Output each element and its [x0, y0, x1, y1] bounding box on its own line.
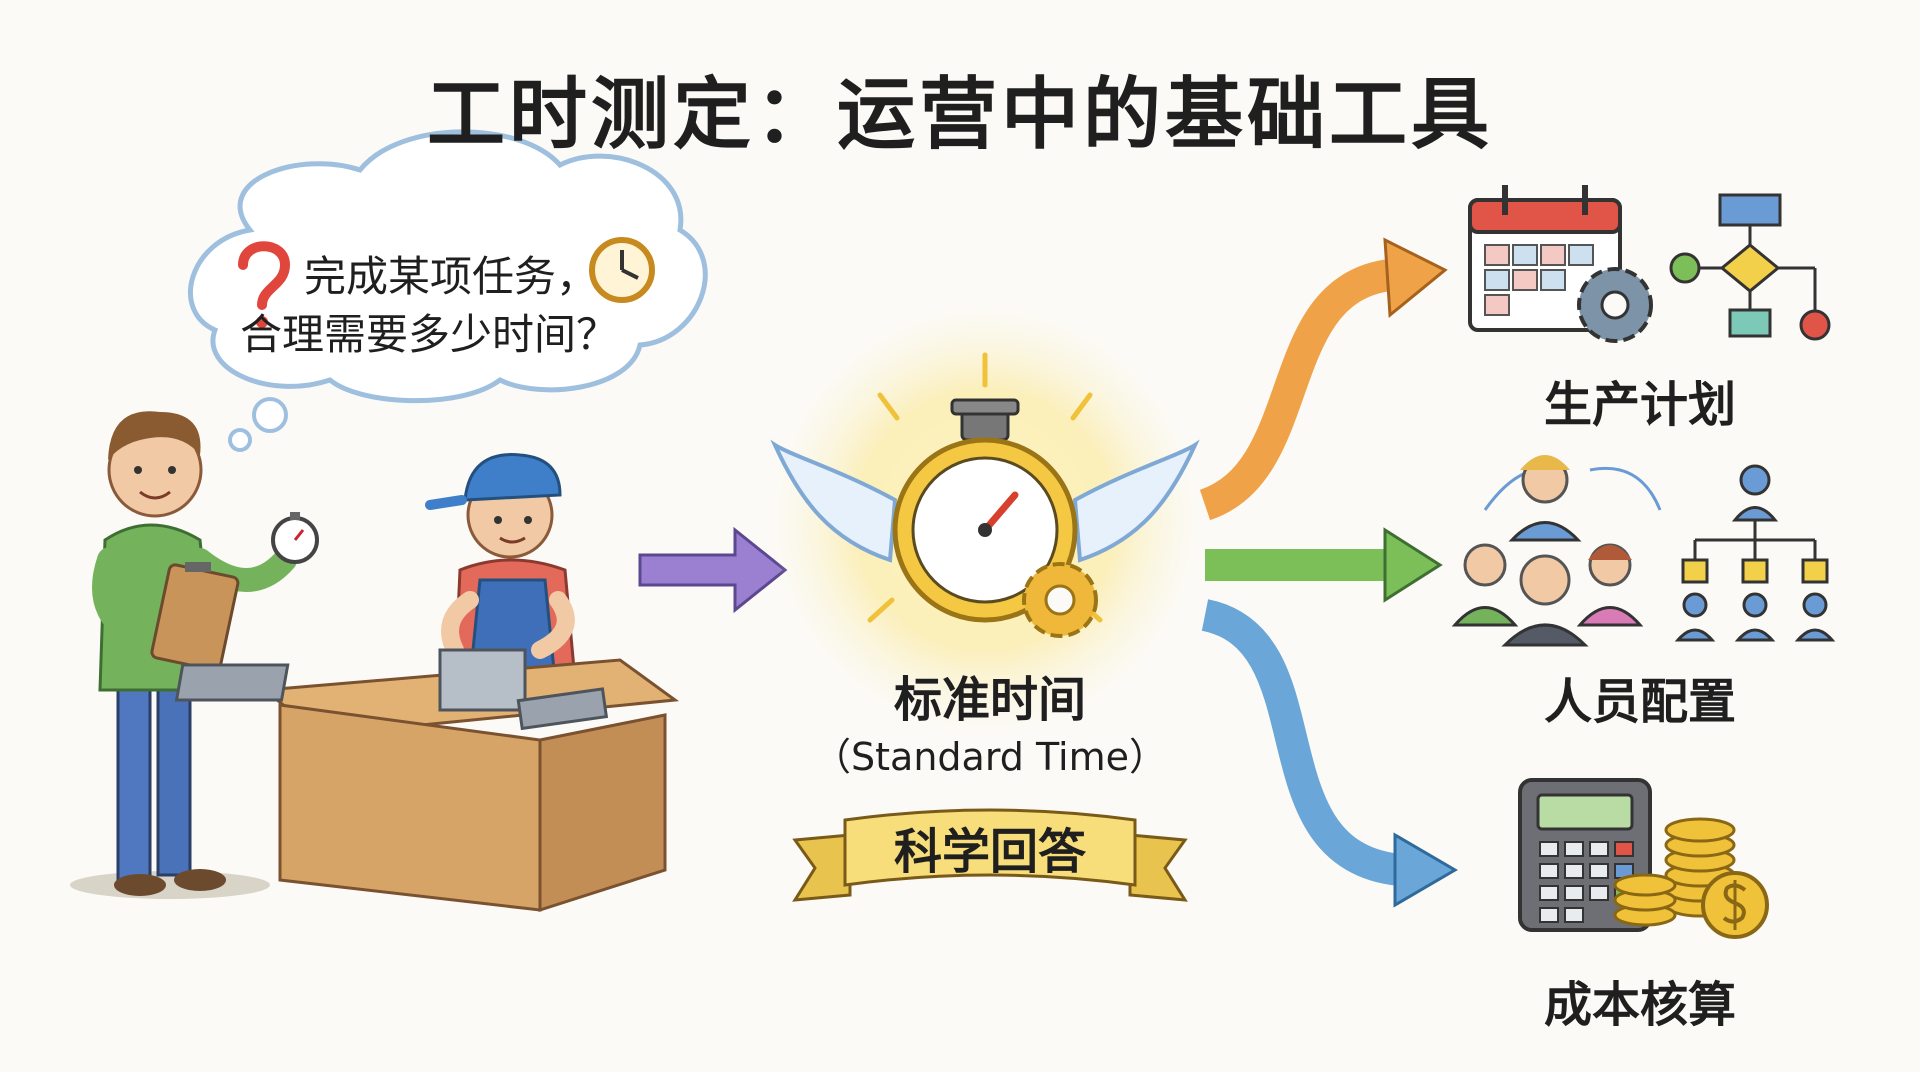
stopwatch-wings-icon	[770, 305, 1200, 735]
worker-figure	[425, 453, 577, 682]
input-arrow	[638, 526, 788, 614]
standard-time-sublabel: （Standard Time）	[813, 735, 1167, 779]
workbench	[174, 648, 680, 913]
gear-icon	[1022, 562, 1098, 638]
standard-time-label: 标准时间	[893, 672, 1086, 728]
arrow-head-bottom	[1393, 832, 1458, 908]
question-mark-icon	[238, 241, 291, 328]
calendar-icon	[1468, 185, 1653, 343]
arrow-head-mid	[1383, 527, 1443, 603]
page-title: 工时测定：运营中的基础工具	[426, 70, 1493, 160]
production-planning-label: 生产计划	[1543, 377, 1736, 433]
org-chart-icon	[1674, 464, 1836, 642]
people-icon	[1451, 455, 1662, 647]
staffing-label: 人员配置	[1543, 674, 1736, 730]
thought-line-2: 合理需要多少时间？	[240, 310, 619, 359]
arrow-to-production-planning	[1199, 259, 1393, 521]
supervisor-figure	[70, 411, 319, 899]
thought-line-1: 完成某项任务，	[304, 252, 599, 301]
thought-bubble-text: 完成某项任务， 合理需要多少时间？	[240, 248, 660, 364]
arrow-to-cost-accounting	[1200, 599, 1403, 886]
clock-icon	[589, 237, 655, 303]
coins-icon	[1613, 817, 1769, 939]
banner-label: 科学回答	[893, 824, 1086, 880]
flowchart-icon	[1669, 193, 1831, 341]
cost-accounting-label: 成本核算	[1543, 977, 1736, 1033]
ribbon-banner	[792, 808, 1188, 902]
thought-bubble	[188, 129, 708, 452]
arrow-head-top	[1383, 237, 1448, 319]
